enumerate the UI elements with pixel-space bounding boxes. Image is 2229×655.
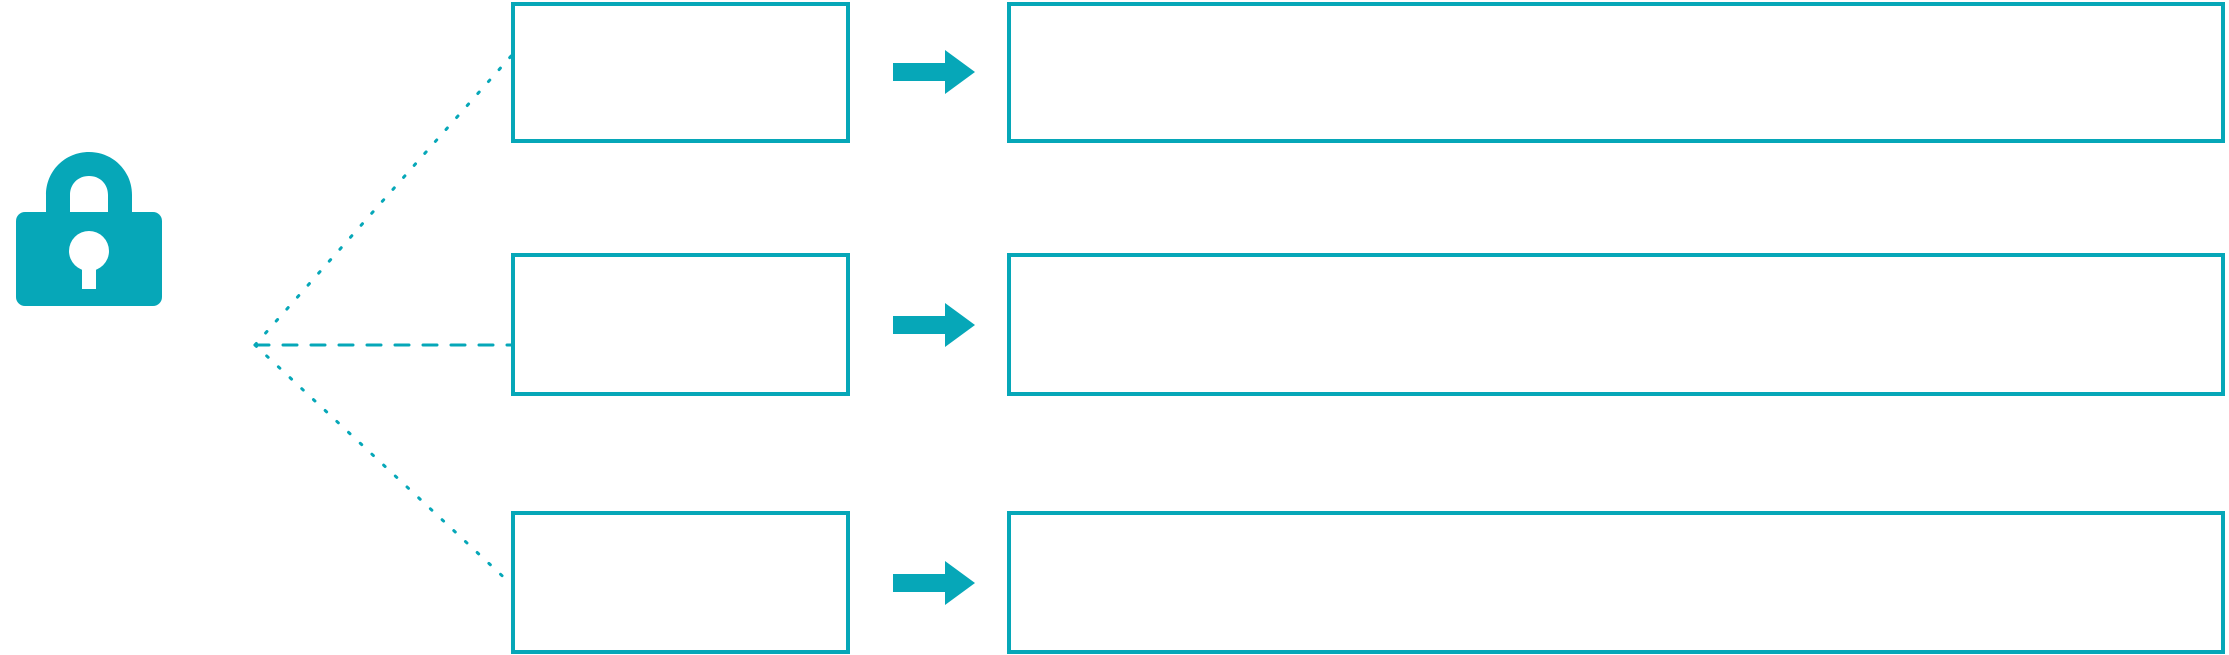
arrow-right-icon — [893, 50, 975, 94]
output-box-row-3[interactable] — [1007, 511, 2225, 654]
arrow-right-icon-svg — [893, 50, 975, 94]
arrow-right-icon-svg — [893, 561, 975, 605]
arrow-right-icon — [893, 303, 975, 347]
input-box-row-3[interactable] — [511, 511, 850, 654]
lock-icon-svg — [16, 152, 162, 306]
output-box-row-2[interactable] — [1007, 253, 2225, 396]
lock-keyhole-stem — [82, 251, 96, 289]
input-box-row-2[interactable] — [511, 253, 850, 396]
connector-branch-3 — [253, 343, 514, 587]
output-box-row-1[interactable] — [1007, 2, 2225, 143]
connector-branch-1 — [253, 53, 514, 347]
arrow-right-icon — [893, 561, 975, 605]
input-box-row-1[interactable] — [511, 2, 850, 143]
lock-icon — [14, 150, 164, 308]
arrow-right-icon-svg — [893, 303, 975, 347]
lock-shackle — [46, 152, 132, 222]
